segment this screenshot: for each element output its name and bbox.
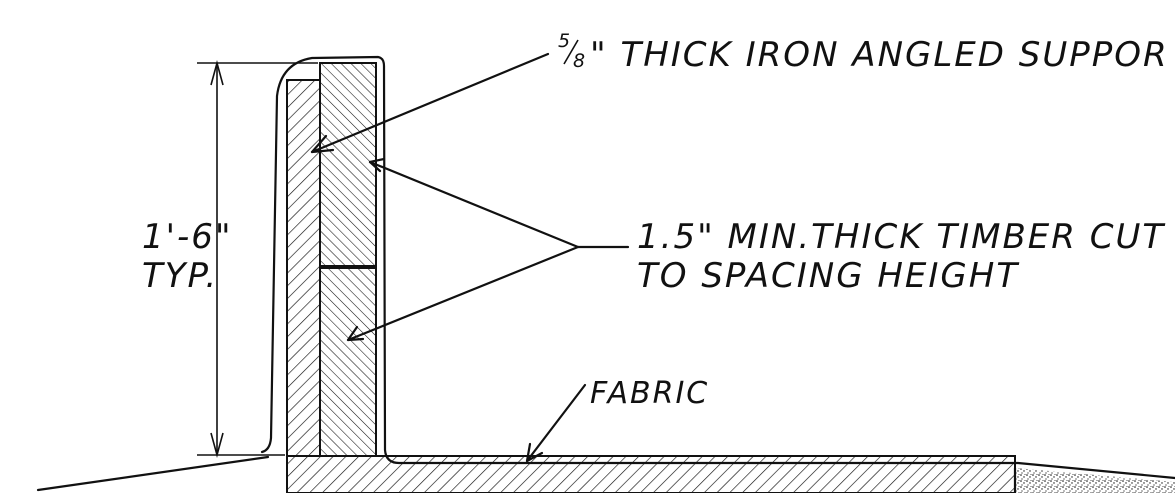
dimension-value: 1'-6" (142, 217, 233, 257)
timber-leader-upper (368, 160, 580, 249)
iron-support-vertical (286, 79, 321, 457)
support-fraction-numerator: 5 (558, 30, 572, 52)
timber-leader-upper-arrow (368, 157, 386, 173)
support-fraction-denominator: 8 (573, 50, 587, 72)
fabric-leader-arrow (525, 442, 544, 463)
timber-upper (319, 62, 377, 267)
timber-label-line2: TO SPACING HEIGHT (637, 256, 1019, 296)
timber-leader-lower (346, 245, 580, 342)
ground-line (36, 455, 270, 492)
timber-leader-lower-arrow (346, 325, 365, 342)
aggregate-fill (1015, 468, 1175, 493)
dimension-arrow-bottom (210, 432, 224, 459)
dimension-typ: TYP. (142, 256, 218, 296)
dimension-arrow-top (210, 59, 224, 86)
support-fraction-bar (563, 39, 579, 65)
timber-lower (319, 267, 377, 457)
fabric-leader (525, 383, 587, 463)
support-leader (310, 52, 550, 154)
fabric-label: FABRIC (590, 376, 709, 411)
support-label: " THICK IRON ANGLED SUPPOR (590, 35, 1169, 75)
iron-support-horizontal (286, 455, 1016, 493)
timber-label-line1: 1.5" MIN.THICK TIMBER CUT (637, 217, 1165, 257)
support-leader-arrow (310, 134, 335, 154)
